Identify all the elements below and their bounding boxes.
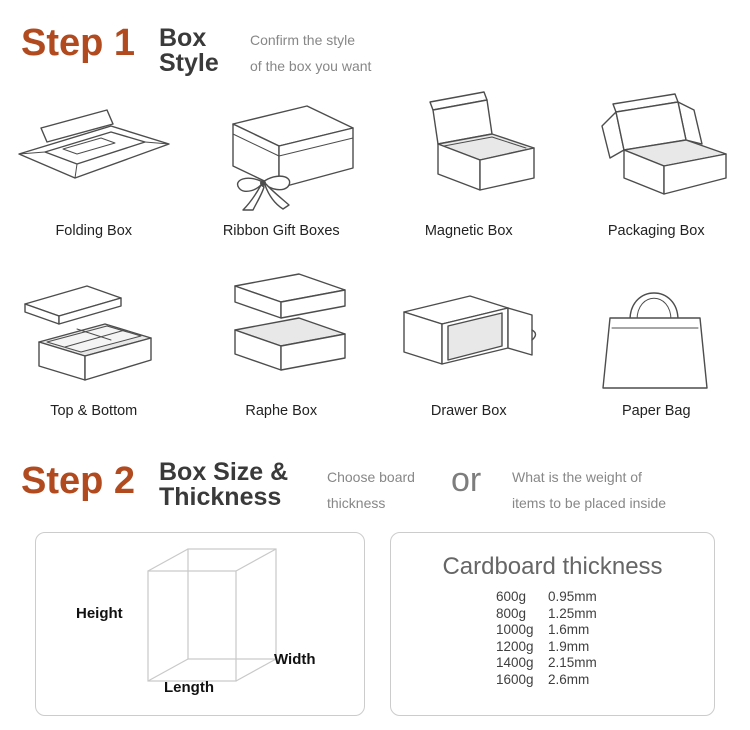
thickness-row: 1000g 1.6mm bbox=[496, 622, 714, 639]
box-style-item-paper-bag: Paper Bag bbox=[563, 268, 750, 420]
box-size-panel: Height Width Length bbox=[35, 532, 365, 716]
raphe-box-illustration bbox=[234, 273, 346, 371]
thickness-value: 2.15mm bbox=[548, 655, 597, 670]
weight-option-line1: What is the weight of bbox=[512, 469, 642, 485]
or-text: or bbox=[451, 461, 482, 499]
ribbon-gift-box-illustration bbox=[232, 105, 354, 211]
paper-bag-illustration bbox=[602, 292, 708, 389]
box-style-label: Paper Bag bbox=[621, 403, 691, 419]
width-label: Width bbox=[274, 651, 316, 668]
choose-thickness-line2: thickness bbox=[327, 495, 386, 511]
step1-title-line1: Box bbox=[159, 24, 207, 52]
box-style-label: Ribbon Gift Boxes bbox=[222, 223, 340, 239]
thickness-value: 1.9mm bbox=[548, 638, 590, 654]
box-style-item-top-bottom: Top & Bottom bbox=[0, 268, 188, 420]
choose-thickness-option-text: Choose board thickness bbox=[327, 464, 415, 516]
weight-value: 600g bbox=[496, 589, 527, 604]
box-style-label: Folding Box bbox=[55, 223, 133, 239]
step1-description: Confirm the style of the box you want bbox=[250, 27, 371, 79]
cardboard-thickness-panel: Cardboard thickness 600g 0.95mm 800g 1.2… bbox=[390, 532, 715, 716]
step2-title-line1: Box Size & bbox=[159, 458, 289, 486]
height-label: Height bbox=[76, 605, 123, 622]
box-style-item-raphe-box: Raphe Box bbox=[188, 268, 376, 420]
step1-title-line2: Style bbox=[159, 49, 219, 77]
thickness-row: 1400g 2.15mm bbox=[496, 655, 714, 672]
folding-box-illustration bbox=[18, 109, 170, 179]
box-style-item-drawer-box: Drawer Box bbox=[375, 268, 563, 420]
thickness-value: 1.6mm bbox=[548, 622, 590, 637]
step1-title: Box Style bbox=[159, 26, 219, 76]
box-style-label: Raphe Box bbox=[245, 403, 318, 419]
weight-value: 1400g bbox=[496, 655, 534, 670]
thickness-row: 1600g 2.6mm bbox=[496, 672, 714, 689]
weight-value: 800g bbox=[496, 605, 527, 621]
box-style-label: Magnetic Box bbox=[424, 223, 513, 239]
choose-thickness-line1: Choose board bbox=[327, 469, 415, 485]
packaging-box-illustration bbox=[601, 93, 727, 195]
thickness-value: 1.25mm bbox=[548, 605, 597, 621]
top-bottom-box-illustration bbox=[24, 285, 152, 381]
box-style-label: Top & Bottom bbox=[50, 403, 138, 419]
weight-value: 1600g bbox=[496, 671, 534, 687]
thickness-row: 600g 0.95mm bbox=[496, 589, 714, 606]
thickness-value: 2.6mm bbox=[548, 671, 590, 687]
weight-option-line2: items to be placed inside bbox=[512, 495, 667, 511]
box-style-item-folding-box: Folding Box bbox=[0, 88, 188, 240]
box-style-label: Packaging Box bbox=[607, 223, 705, 239]
weight-value: 1000g bbox=[496, 622, 534, 637]
step1-desc-line1: Confirm the style bbox=[250, 32, 356, 48]
length-label: Length bbox=[164, 679, 214, 696]
drawer-box-illustration bbox=[403, 295, 537, 365]
thickness-value: 0.95mm bbox=[548, 589, 597, 604]
weight-option-text: What is the weight of items to be placed… bbox=[512, 464, 666, 516]
step1-desc-line2: of the box you want bbox=[250, 58, 372, 74]
size-cube-illustration bbox=[147, 548, 277, 682]
thickness-row: 1200g 1.9mm bbox=[496, 639, 714, 656]
box-style-grid: Folding Box Ribbon Gift Boxes bbox=[0, 88, 750, 420]
thickness-table: 600g 0.95mm 800g 1.25mm 1000g 1.6mm 1200… bbox=[496, 589, 714, 688]
step1-label: Step 1 bbox=[21, 22, 136, 64]
box-style-item-packaging-box: Packaging Box bbox=[563, 88, 750, 240]
step2-title-line2: Thickness bbox=[159, 483, 282, 511]
weight-value: 1200g bbox=[496, 638, 534, 654]
step2-label: Step 2 bbox=[21, 460, 136, 502]
step2-title: Box Size & Thickness bbox=[159, 460, 288, 510]
box-style-label: Drawer Box bbox=[430, 403, 507, 419]
thickness-table-title: Cardboard thickness bbox=[442, 553, 663, 580]
magnetic-box-illustration bbox=[429, 91, 535, 191]
thickness-row: 800g 1.25mm bbox=[496, 606, 714, 623]
box-style-item-magnetic-box: Magnetic Box bbox=[375, 88, 563, 240]
box-style-item-ribbon-gift-boxes: Ribbon Gift Boxes bbox=[188, 88, 376, 240]
